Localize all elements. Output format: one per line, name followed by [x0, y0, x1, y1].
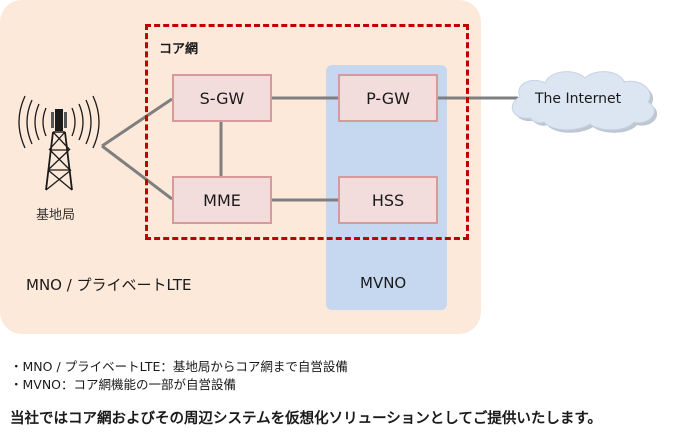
note-mno: ・MNO / プライベートLTE：基地局からコア網まで自営設備: [10, 359, 348, 374]
node-pgw: P-GW: [338, 74, 438, 122]
node-sgw: S-GW: [172, 74, 272, 122]
core-network-label: コア網: [159, 42, 199, 57]
mno-area-label: MNO / プライベートLTE: [26, 276, 192, 294]
base-station-label: 基地局: [36, 208, 76, 223]
core-network-boundary: [145, 24, 469, 240]
node-hss: HSS: [338, 176, 438, 224]
node-pgw-label: P-GW: [366, 88, 410, 108]
node-mme-label: MME: [203, 190, 241, 210]
link-tower-sgw: [101, 97, 173, 148]
internet-label: The Internet: [535, 91, 622, 107]
node-mme: MME: [172, 176, 272, 224]
note-mvno: ・MVNO：コア網機能の一部が自営設備: [10, 377, 237, 392]
summary-text: 当社ではコア網およびその周辺システムを仮想化ソリューションとしてご提供いたします…: [10, 411, 602, 427]
node-hss-label: HSS: [371, 190, 405, 210]
cell-tower-icon: [18, 95, 100, 191]
node-sgw-label: S-GW: [199, 88, 245, 108]
link-tower-mme: [101, 144, 173, 201]
cloud-icon: [511, 71, 658, 133]
mvno-area-label: MVNO: [360, 274, 407, 292]
